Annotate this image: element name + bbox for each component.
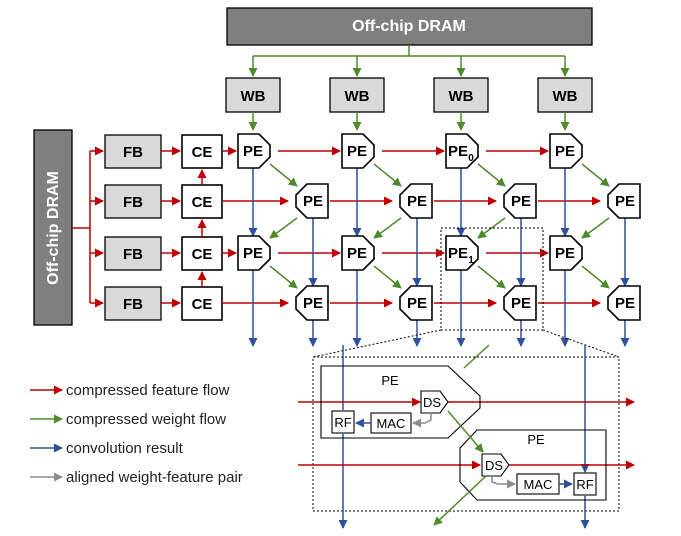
legend-item-feature: compressed feature flow	[30, 382, 230, 399]
mac-a: MAC	[370, 412, 412, 434]
legend-label: compressed feature flow	[66, 382, 230, 399]
pe-label: PE	[407, 193, 427, 210]
ds-a-label: DS	[423, 395, 441, 410]
wb-to-pe-arrows	[248, 112, 570, 131]
dram-top: Off-chip DRAM	[226, 7, 593, 46]
pe-label: PE	[407, 295, 427, 312]
zoom-highlight	[312, 227, 620, 512]
pe-label: PE	[511, 295, 531, 312]
pe-label: PE	[347, 245, 367, 262]
pe1-subscript: 1	[468, 255, 474, 266]
pe-label: PE	[303, 295, 323, 312]
ce-label: CE	[192, 144, 213, 161]
mac-b: MAC	[516, 473, 560, 495]
fb-label: FB	[123, 296, 143, 313]
detail-view: PE PE DS MAC RF DS MAC	[298, 345, 635, 529]
ce-label: CE	[192, 194, 213, 211]
pe-label: PE	[555, 245, 575, 262]
pe-array: PE PE PE 0 PE PE PE PE PE	[237, 133, 641, 321]
fb-to-ce-arrows	[161, 146, 181, 308]
pe-node: PE	[295, 183, 329, 219]
pe-label: PE	[555, 143, 575, 160]
pe1-label: PE	[448, 245, 468, 262]
pe-node: PE	[607, 183, 641, 219]
pe-node: PE	[341, 235, 375, 271]
legend-label: convolution result	[66, 440, 184, 457]
wb-row: WB WB WB WB	[225, 77, 593, 113]
ds-a: DS	[420, 390, 449, 414]
pe-node: PE	[607, 285, 641, 321]
legend-item-result: convolution result	[30, 440, 184, 457]
mac-a-label: MAC	[377, 416, 406, 431]
detail-pe-a-label: PE	[381, 373, 399, 388]
detail-pe-b	[459, 429, 607, 501]
pe-node: PE	[295, 285, 329, 321]
fb-column: FB FB FB FB	[104, 134, 162, 321]
rf-a-label: RF	[334, 415, 351, 430]
feature-row-arrows	[222, 146, 601, 308]
mac-b-label: MAC	[524, 477, 553, 492]
rf-b-label: RF	[576, 477, 593, 492]
legend: compressed feature flow compressed weigh…	[30, 382, 243, 486]
pe-node: PE	[503, 183, 537, 219]
pe-label: PE	[243, 245, 263, 262]
pe-label: PE	[511, 193, 531, 210]
wb-label: WB	[449, 88, 474, 105]
ce-label: CE	[192, 246, 213, 263]
pe-label: PE	[347, 143, 367, 160]
pe0-node: PE 0	[445, 133, 479, 169]
ce-label: CE	[192, 296, 213, 313]
pe-node: PE	[399, 183, 433, 219]
result-column-arrows	[248, 168, 630, 347]
pe-node: PE	[549, 133, 583, 169]
fb-label: FB	[123, 194, 143, 211]
legend-item-weight: compressed weight flow	[30, 411, 226, 428]
weight-distribution-tree	[248, 45, 570, 77]
legend-item-aligned: aligned weight-feature pair	[30, 469, 243, 486]
pe-label: PE	[243, 143, 263, 160]
wb-label: WB	[345, 88, 370, 105]
pe0-label: PE	[448, 143, 468, 160]
dram-top-label: Off-chip DRAM	[352, 18, 466, 35]
pe-label: PE	[615, 295, 635, 312]
ds-b-label: DS	[485, 458, 503, 473]
dram-left: Off-chip DRAM	[33, 129, 73, 326]
detail-pe-b-label: PE	[527, 432, 545, 447]
pe-node: PE	[237, 133, 271, 169]
rf-b: RF	[573, 472, 597, 496]
wb-label: WB	[241, 88, 266, 105]
rf-a: RF	[331, 410, 355, 434]
fb-label: FB	[123, 246, 143, 263]
ds-b: DS	[481, 453, 510, 477]
legend-label: aligned weight-feature pair	[66, 469, 243, 486]
pe0-subscript: 0	[468, 153, 474, 164]
pe1-node: PE 1	[445, 235, 479, 271]
feature-distribution-tree	[72, 146, 104, 308]
pe-node: PE	[399, 285, 433, 321]
wb-label: WB	[553, 88, 578, 105]
pe-node: PE	[549, 235, 583, 271]
weight-diagonal-arrows	[269, 163, 610, 369]
ce-column: CE CE CE CE	[181, 134, 223, 321]
pe-node: PE	[237, 235, 271, 271]
pe-label: PE	[615, 193, 635, 210]
legend-label: compressed weight flow	[66, 411, 226, 428]
detail-pe-a	[320, 365, 481, 439]
pe-node: PE	[503, 285, 537, 321]
pe-node: PE	[341, 133, 375, 169]
dram-left-label: Off-chip DRAM	[45, 171, 62, 285]
fb-label: FB	[123, 144, 143, 161]
pe-label: PE	[303, 193, 323, 210]
